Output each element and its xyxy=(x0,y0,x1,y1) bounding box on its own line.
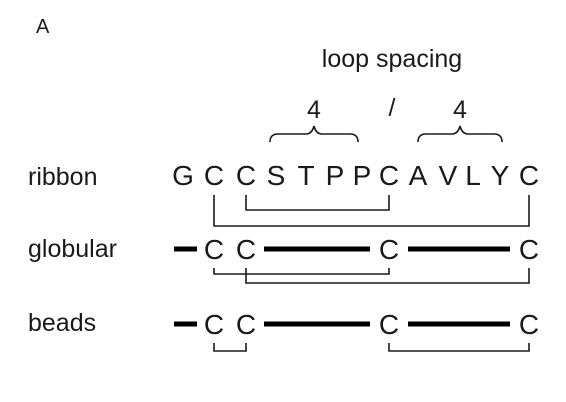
row-label-beads: beads xyxy=(28,309,96,337)
ribbon-disulfide-c1-c4 xyxy=(213,195,530,227)
globular-sequence: C C C C xyxy=(174,234,539,265)
loop-1-brace xyxy=(269,125,359,143)
loop-spacing-separator: / xyxy=(389,94,396,122)
panel-label: A xyxy=(36,16,50,38)
residue-T: T xyxy=(297,160,314,191)
loop-2-length: 4 xyxy=(453,96,467,124)
loop-spacing-heading: loop spacing xyxy=(322,45,462,73)
residue-G: G xyxy=(172,160,194,191)
residue-C1: C xyxy=(204,160,224,191)
row-label-ribbon: ribbon xyxy=(28,163,98,191)
beads-sequence: C C C C xyxy=(174,309,539,340)
beads-residue-C2: C xyxy=(236,309,256,340)
residue-C4: C xyxy=(519,160,539,191)
residue-S: S xyxy=(267,160,286,191)
beads-residue-C4: C xyxy=(519,309,539,340)
residue-L: L xyxy=(465,160,481,191)
beads-disulfide-c3-c4 xyxy=(388,343,530,352)
residue-Y: Y xyxy=(491,160,510,191)
ribbon-sequence: G C C S T P P C A V L Y C xyxy=(172,160,539,191)
row-label-globular: globular xyxy=(28,235,117,263)
beads-residue-C1: C xyxy=(204,309,224,340)
residue-C2: C xyxy=(236,160,256,191)
loop-2-brace xyxy=(417,125,503,143)
globular-residue-C3: C xyxy=(379,234,399,265)
globular-disulfide-c1-c3 xyxy=(213,268,390,275)
beads-disulfide-c1-c2 xyxy=(213,343,247,352)
globular-residue-C4: C xyxy=(519,234,539,265)
globular-residue-C2: C xyxy=(236,234,256,265)
residue-A: A xyxy=(409,160,428,191)
residue-P2: P xyxy=(353,160,372,191)
loop-1-length: 4 xyxy=(307,96,321,124)
globular-disulfide-c2-c4 xyxy=(245,268,530,284)
ribbon-disulfide-c2-c3 xyxy=(245,195,390,211)
residue-V: V xyxy=(439,160,458,191)
beads-residue-C3: C xyxy=(379,309,399,340)
globular-residue-C1: C xyxy=(204,234,224,265)
residue-C3: C xyxy=(379,160,399,191)
residue-P1: P xyxy=(326,160,345,191)
